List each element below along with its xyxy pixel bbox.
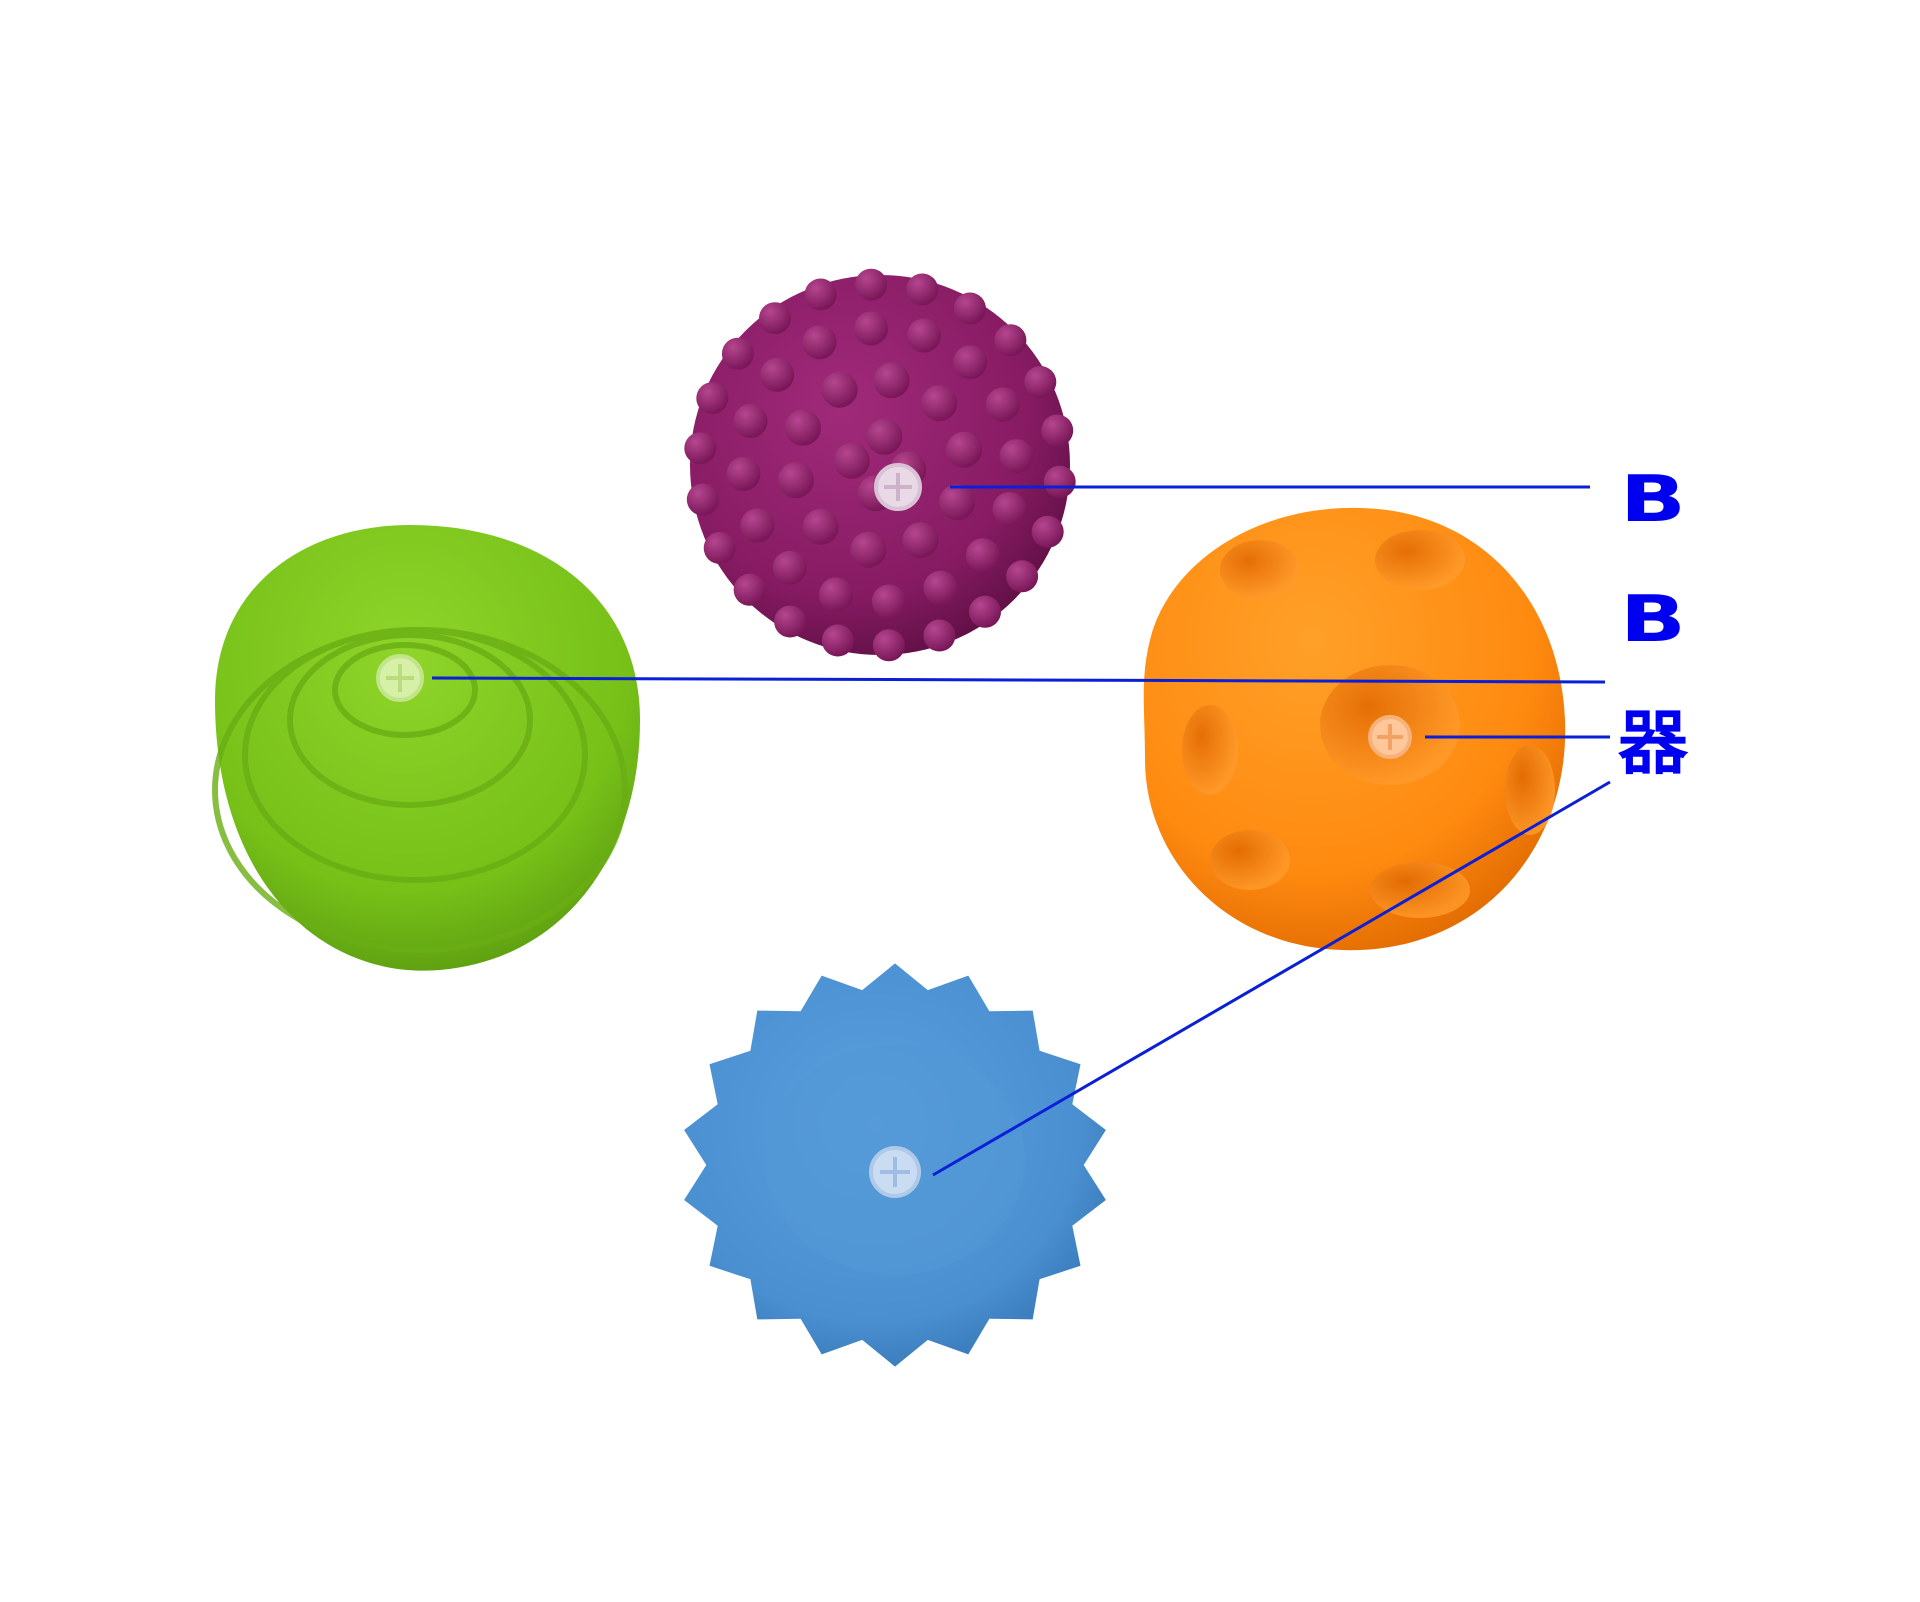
purple-ball-nub: [992, 492, 1027, 526]
valve-icon: [1368, 715, 1412, 759]
purple-ball-nub: [1006, 560, 1039, 593]
purple-ball-nub: [802, 508, 839, 545]
purple-ball-nub: [774, 605, 807, 638]
purple-ball-nub: [772, 550, 807, 585]
purple-ball-nub: [721, 337, 754, 370]
purple-ball-nub: [907, 318, 941, 353]
purple-ball-nub: [985, 387, 1020, 422]
purple-ball-nub: [733, 573, 766, 606]
purple-ball-nub: [969, 595, 1001, 628]
green-ringed-half-ball: [212, 525, 640, 971]
leader-lines: [431, 485, 1611, 1177]
purple-ball-nub: [939, 484, 975, 521]
purple-ball-nub: [850, 531, 887, 568]
purple-ball-nub: [854, 311, 889, 346]
callout-label-b-top: B: [1620, 463, 1686, 537]
purple-ball-nub: [804, 278, 837, 311]
purple-ball-nub: [923, 570, 958, 605]
purple-ball-nub: [703, 532, 736, 564]
purple-ball-nub: [1031, 515, 1064, 548]
purple-ball-nub: [1024, 366, 1057, 398]
purple-ball-nub: [902, 522, 939, 559]
purple-ball-nub: [906, 273, 939, 306]
purple-ball-nub: [686, 483, 719, 516]
blue-ribbed-half-ball: [684, 963, 1106, 1367]
purple-ball-nub: [965, 538, 1000, 573]
purple-ball-nub: [1043, 465, 1076, 498]
purple-ball-nub: [994, 324, 1027, 357]
leader-line-green: [431, 676, 1606, 684]
purple-ball-nub: [777, 462, 814, 499]
purple-ball-nub: [921, 385, 958, 422]
purple-ball-nub: [759, 302, 791, 335]
purple-ball-nub: [866, 418, 903, 455]
purple-ball-nub: [953, 345, 988, 380]
leader-line-blue: [932, 780, 1611, 1177]
purple-ball-nub: [953, 292, 986, 325]
purple-ball-nub: [819, 577, 853, 612]
purple-ball-nub: [821, 371, 858, 408]
valve-icon: [874, 463, 922, 511]
valve-icon: [376, 654, 424, 702]
purple-ball-nub: [696, 382, 729, 415]
purple-ball-nub: [785, 409, 821, 446]
purple-ball-nub: [871, 584, 906, 619]
purple-ball-nub: [821, 624, 854, 657]
purple-ball-nub: [923, 619, 956, 652]
orange-dimpled-ball: [1143, 507, 1566, 951]
purple-ball-nub: [873, 362, 910, 399]
purple-ball-nub: [833, 442, 870, 479]
purple-ball-nub: [740, 508, 775, 543]
purple-ball-nub: [760, 357, 795, 392]
purple-ball-nub: [999, 439, 1034, 474]
purple-nubby-ball: [684, 268, 1076, 662]
callout-label-b-middle: B: [1620, 583, 1686, 657]
callout-label-device: 器: [1618, 702, 1688, 784]
purple-ball-nub: [946, 431, 983, 468]
purple-ball-nub: [726, 456, 761, 491]
purple-ball-nub: [855, 268, 888, 301]
purple-ball-nub: [802, 325, 837, 360]
purple-ball-nub: [733, 404, 768, 438]
purple-ball-nub: [872, 629, 905, 662]
valve-icon: [869, 1146, 921, 1198]
purple-ball-nub: [684, 432, 717, 465]
purple-ball-nub: [1041, 414, 1074, 447]
